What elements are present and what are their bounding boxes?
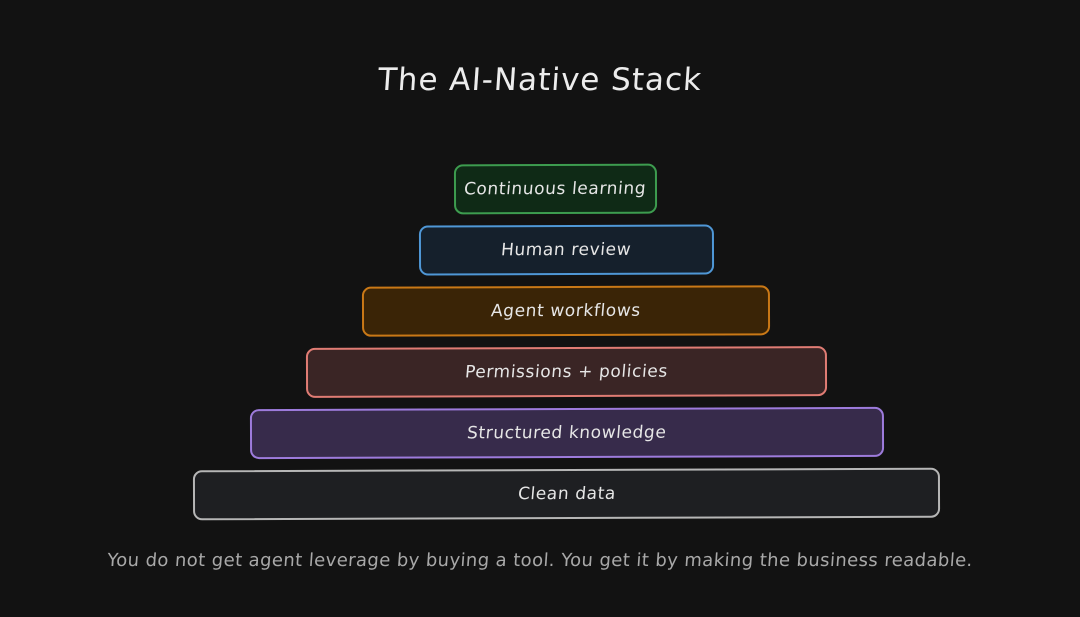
layer-agent-workflows: Agent workflows [361,285,771,337]
diagram-title: The AI-Native Stack [376,62,704,98]
layer-continuous-learning: Continuous learning [453,163,658,215]
layer-label: Human review [500,239,633,261]
layer-label: Clean data [516,483,617,505]
layer-human-review: Human review [418,224,715,276]
diagram-caption: You do not get agent leverage by buying … [106,550,974,571]
layer-label: Permissions + policies [464,361,669,383]
layer-label: Agent workflows [490,300,642,322]
layer-structured-knowledge: Structured knowledge [249,406,885,460]
layer-clean-data: Clean data [192,467,941,521]
layer-permissions-policies: Permissions + policies [305,346,828,398]
layer-label: Continuous learning [463,178,648,200]
layer-label: Structured knowledge [466,422,668,444]
